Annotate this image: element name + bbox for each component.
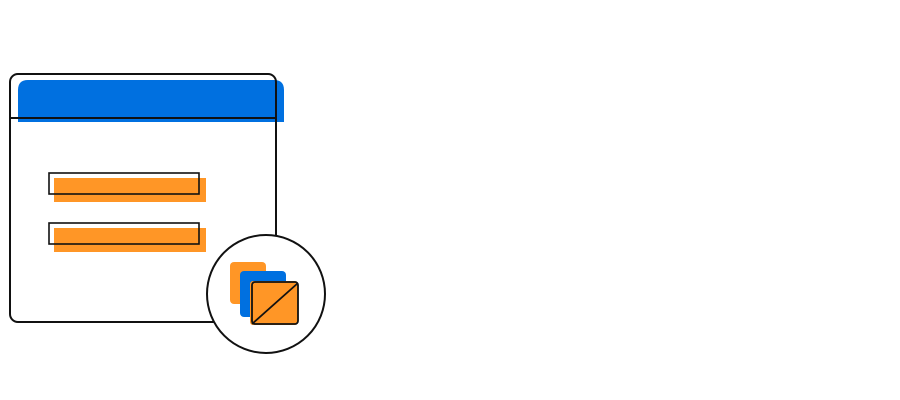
form-field-1 bbox=[48, 172, 206, 202]
form-field-1-fill bbox=[54, 178, 206, 202]
form-field-2-fill bbox=[54, 228, 206, 252]
window-header-fill bbox=[18, 80, 284, 122]
app-window-icon bbox=[9, 73, 284, 323]
window-frame bbox=[9, 73, 277, 323]
stack-card-diagonal bbox=[251, 282, 299, 325]
image-stack-icon bbox=[206, 234, 326, 354]
stack-card-front-outline bbox=[251, 281, 299, 325]
form-field-2 bbox=[48, 222, 206, 252]
form-field-2-outline bbox=[48, 222, 200, 245]
form-field-1-outline bbox=[48, 172, 200, 195]
